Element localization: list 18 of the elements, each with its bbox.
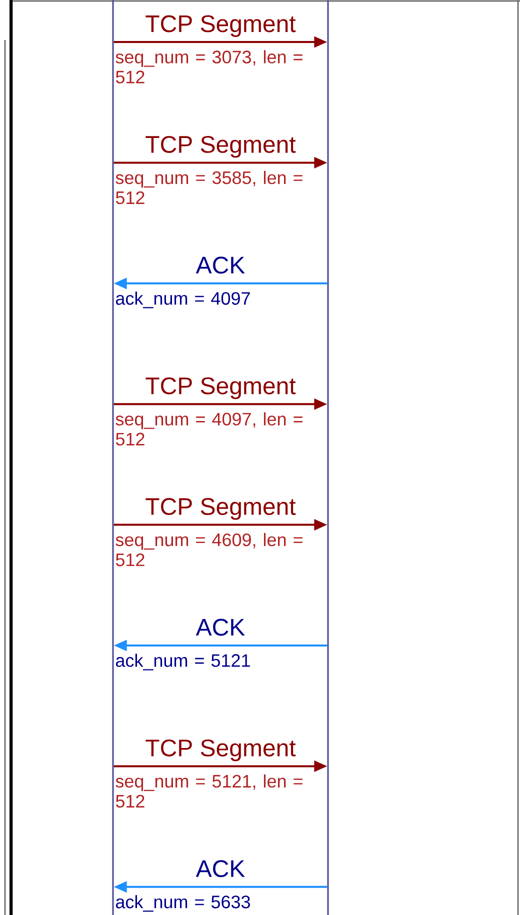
edge-label: TCP Segment [146,15,296,37]
edge-label: ACK [196,860,245,878]
message-detail: seq_num = 5121, len = 512 [116,774,302,808]
message-detail: ack_num = 4097 [116,292,250,308]
edge-label: TCP Segment [146,377,296,400]
message-detail: ack_num = 5633 [116,895,250,912]
message-detail: ack_num = 5121 [116,654,250,670]
lifeline [112,0,114,915]
message-detail: seq_num = 4609, len = 512 [116,533,302,566]
edge-label: TCP Segment [146,739,296,762]
edge-label: ACK [196,256,245,274]
message-detail: seq_num = 3585, len = 512 [116,170,302,204]
message-detail: seq_num = 4097, len = 512 [116,412,302,446]
message-detail: seq_num = 3073, len = 512 [116,50,302,84]
edge-label: TCP Segment [146,136,296,158]
edge-label: TCP Segment [146,498,296,520]
lifeline [327,0,329,915]
edge-label: ACK [196,618,245,636]
